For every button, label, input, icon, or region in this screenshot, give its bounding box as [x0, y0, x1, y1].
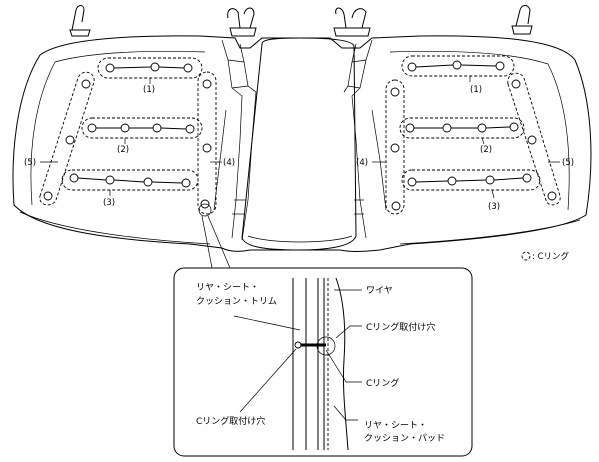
right-center-channel	[343, 39, 387, 239]
wire-label: ワイヤ	[366, 286, 393, 296]
pad-label-line2: クッション・パッド	[364, 433, 445, 444]
hook-left-outer	[69, 5, 91, 37]
legend: : Cリング	[521, 251, 570, 262]
left-label-2: (2)	[117, 145, 129, 155]
overview-leaders	[40, 76, 560, 199]
hook-right-inner	[333, 7, 371, 37]
ring-hole-bottom-label: Cリング取付け穴	[196, 415, 265, 427]
legend-text: : Cリング	[532, 251, 570, 262]
right-label-4: (4)	[356, 158, 368, 168]
legend-ring-icon	[521, 251, 531, 261]
left-ring-group-2	[81, 117, 203, 139]
ring-hole-top-label: Cリング取付け穴	[366, 321, 435, 333]
center-armrest	[241, 37, 357, 251]
trim-label-line1: リヤ・シート・	[196, 283, 259, 293]
left-center-channel	[213, 39, 257, 241]
left-ring-group-1	[97, 57, 203, 79]
ring-label: Cリング	[366, 377, 399, 389]
right-label-3: (3)	[488, 202, 500, 212]
right-label-5: (5)	[562, 158, 574, 168]
hook-left-inner	[227, 7, 257, 37]
left-label-3: (3)	[103, 198, 115, 208]
trim-label-line2: クッション・トリム	[196, 296, 277, 307]
left-ring-group-4	[197, 71, 217, 215]
detail-box	[173, 267, 473, 457]
right-ring-group-3	[401, 169, 541, 191]
c-ring-hole-point	[294, 341, 302, 349]
left-label-4: (4)	[223, 158, 235, 168]
right-label-2: (2)	[480, 145, 492, 155]
right-ring-group-4	[385, 79, 405, 215]
right-ring-group-1	[401, 55, 515, 77]
right-ring-group-2	[399, 117, 525, 139]
right-ring-group-5	[507, 72, 561, 206]
right-label-1: (1)	[470, 85, 482, 95]
left-ring-group-5	[39, 71, 95, 206]
detail-leader	[198, 203, 231, 269]
left-label-5: (5)	[24, 158, 36, 168]
left-label-1: (1)	[143, 85, 155, 95]
hook-right-outer	[511, 5, 533, 35]
seat-cushion-outline	[12, 35, 592, 252]
left-ring-group-3	[61, 169, 199, 191]
pad-label-line1: リヤ・シート・	[364, 421, 427, 431]
